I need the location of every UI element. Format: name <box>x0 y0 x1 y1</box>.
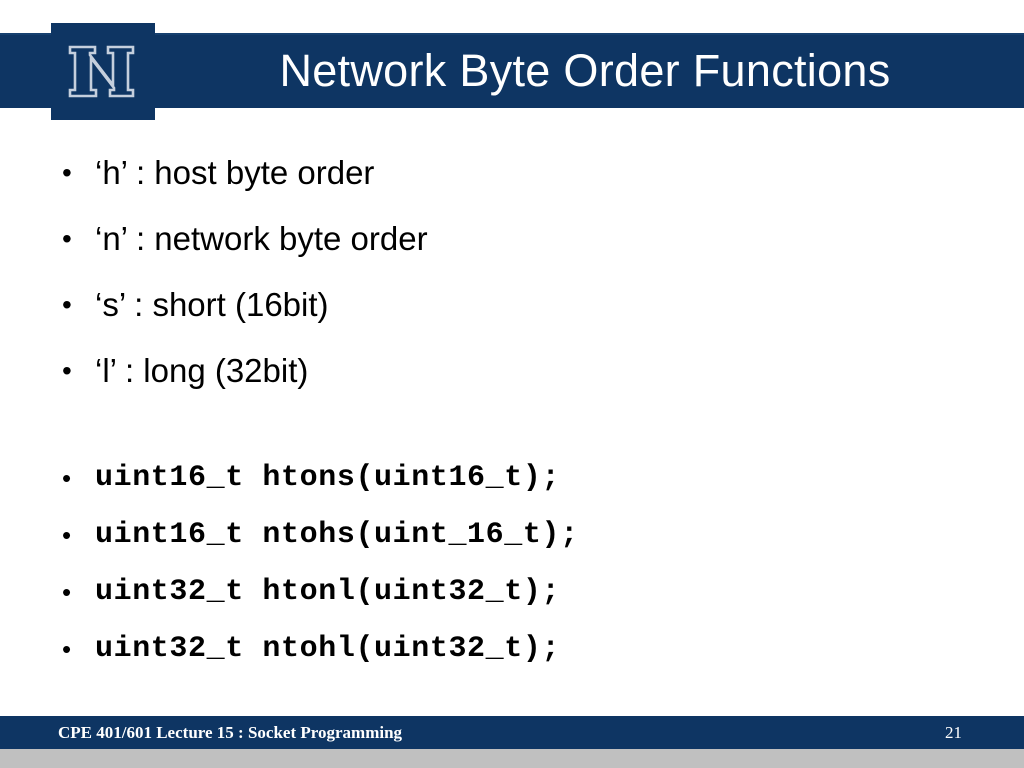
code-line: uint16_t ntohs(uint_16_t); <box>95 518 579 552</box>
bullet-icon: • <box>62 355 72 386</box>
code-line: uint32_t htonl(uint32_t); <box>95 575 561 609</box>
footer-band: CPE 401/601 Lecture 15 : Socket Programm… <box>0 716 1024 749</box>
list-item-label: ‘s’ : short (16bit) <box>95 286 329 323</box>
bottom-strip <box>0 749 1024 768</box>
list-item-label: ‘n’ : network byte order <box>95 220 428 257</box>
list-item: • ‘h’ : host byte order <box>50 140 1024 206</box>
footer-course-label: CPE 401/601 Lecture 15 : Socket Programm… <box>58 723 403 742</box>
bullet-icon: • <box>62 634 72 664</box>
code-line: uint16_t htons(uint16_t); <box>95 461 561 495</box>
bullet-icon: • <box>62 223 72 254</box>
list-separator <box>0 404 1024 450</box>
list-item-label: ‘h’ : host byte order <box>95 154 375 191</box>
bullet-icon: • <box>62 289 72 320</box>
list-item: • uint32_t htonl(uint32_t); <box>50 564 1024 621</box>
bullet-icon: • <box>62 520 72 550</box>
list-item: • ‘s’ : short (16bit) <box>50 272 1024 338</box>
list-item: • ‘l’ : long (32bit) <box>50 338 1024 404</box>
bullet-icon: • <box>62 577 72 607</box>
definitions-list: • ‘h’ : host byte order • ‘n’ : network … <box>0 140 1024 404</box>
university-logo <box>51 23 155 120</box>
list-item: • uint16_t htons(uint16_t); <box>50 450 1024 507</box>
code-line: uint32_t ntohl(uint32_t); <box>95 632 561 666</box>
list-item: • ‘n’ : network byte order <box>50 206 1024 272</box>
bullet-icon: • <box>62 463 72 493</box>
list-item: • uint16_t ntohs(uint_16_t); <box>50 507 1024 564</box>
slide-body: • ‘h’ : host byte order • ‘n’ : network … <box>0 140 1024 678</box>
page-title: Network Byte Order Functions <box>279 45 891 96</box>
prototypes-list: • uint16_t htons(uint16_t); • uint16_t n… <box>0 450 1024 678</box>
list-item: • uint32_t ntohl(uint32_t); <box>50 621 1024 678</box>
bullet-icon: • <box>62 157 72 188</box>
list-item-label: ‘l’ : long (32bit) <box>95 352 309 389</box>
header-band <box>0 33 1024 108</box>
header-band-topline <box>0 33 1024 35</box>
slide-number: 21 <box>945 723 962 742</box>
block-n-logo-icon <box>51 23 155 120</box>
